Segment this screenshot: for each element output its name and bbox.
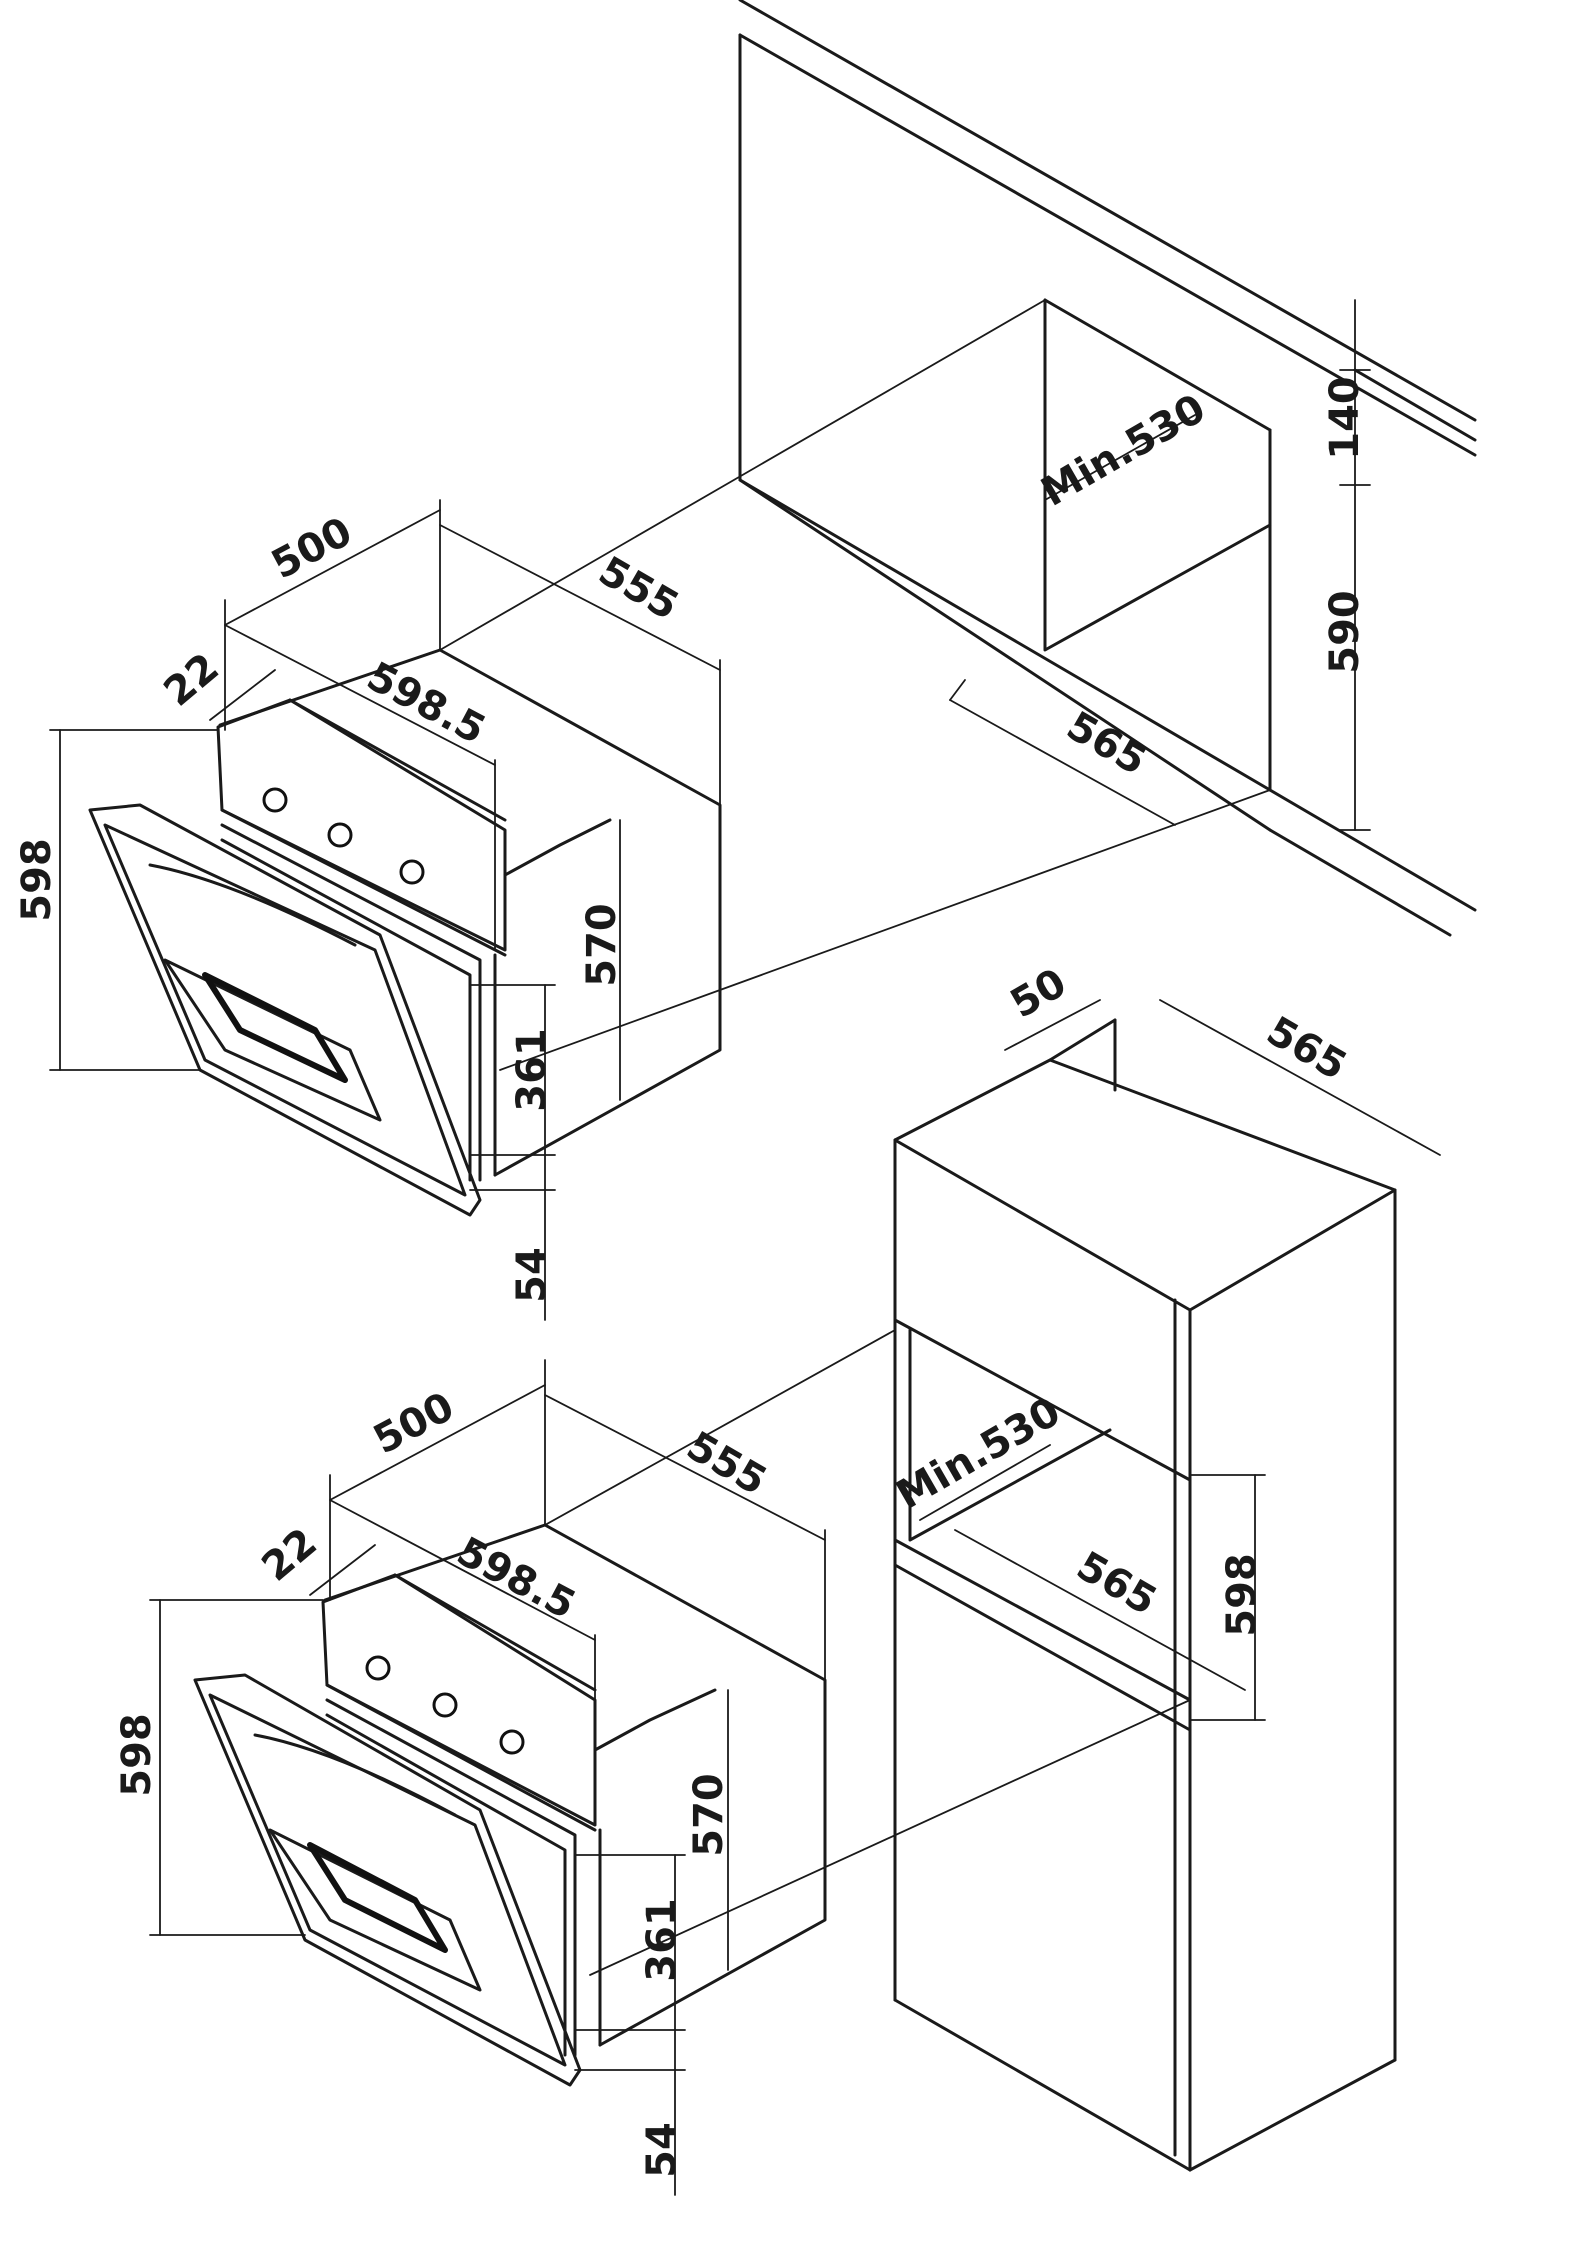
dim-22-bottom: 22 <box>254 1520 326 1591</box>
dim-500: 500 <box>264 509 359 589</box>
knob-icon <box>365 1655 391 1681</box>
dim-555-bottom: 555 <box>679 1423 774 1505</box>
dim-590: 590 <box>1322 590 1368 674</box>
dim-22: 22 <box>156 645 228 716</box>
tall-cabinet <box>544 1018 1397 2172</box>
tall-cabinet-dimensions: 50 565 Min.530 565 598 <box>889 960 1441 1721</box>
dim-140: 140 <box>1322 376 1368 460</box>
knob-icon <box>327 822 353 848</box>
dim-54: 54 <box>509 1247 555 1303</box>
knob-icon <box>432 1692 458 1718</box>
dim-500-bottom: 500 <box>366 1384 461 1464</box>
dim-598: 598 <box>14 838 60 922</box>
dim-598-bottom: 598 <box>114 1713 160 1797</box>
knob-icon <box>499 1729 525 1755</box>
dim-570: 570 <box>579 903 625 987</box>
dim-50: 50 <box>1003 960 1074 1028</box>
oven-top <box>88 648 722 1217</box>
dim-570-bottom: 570 <box>686 1773 732 1857</box>
dim-565-bottom: 565 <box>1069 1543 1164 1625</box>
dim-598-5-bottom: 598.5 <box>449 1529 582 1629</box>
wall-dimensions: 140 590 565 Min.530 <box>949 299 1371 831</box>
knob-icon <box>399 859 425 885</box>
dim-54-bottom: 54 <box>639 2122 685 2178</box>
wall-cabinet <box>439 0 1477 1071</box>
knob-icon <box>262 787 288 813</box>
dim-565-top: 565 <box>1259 1008 1354 1090</box>
dim-555: 555 <box>591 548 686 630</box>
dim-361-bottom: 361 <box>639 1898 685 1982</box>
dim-361: 361 <box>509 1028 555 1112</box>
oven-bottom <box>193 1523 827 2087</box>
dim-min530: Min.530 <box>1034 386 1213 516</box>
dim-598-niche: 598 <box>1219 1553 1265 1637</box>
dim-min530-bottom: Min.530 <box>889 1389 1068 1519</box>
oven-top-dimensions: 500 555 598.5 22 598 570 361 54 <box>14 499 721 1321</box>
